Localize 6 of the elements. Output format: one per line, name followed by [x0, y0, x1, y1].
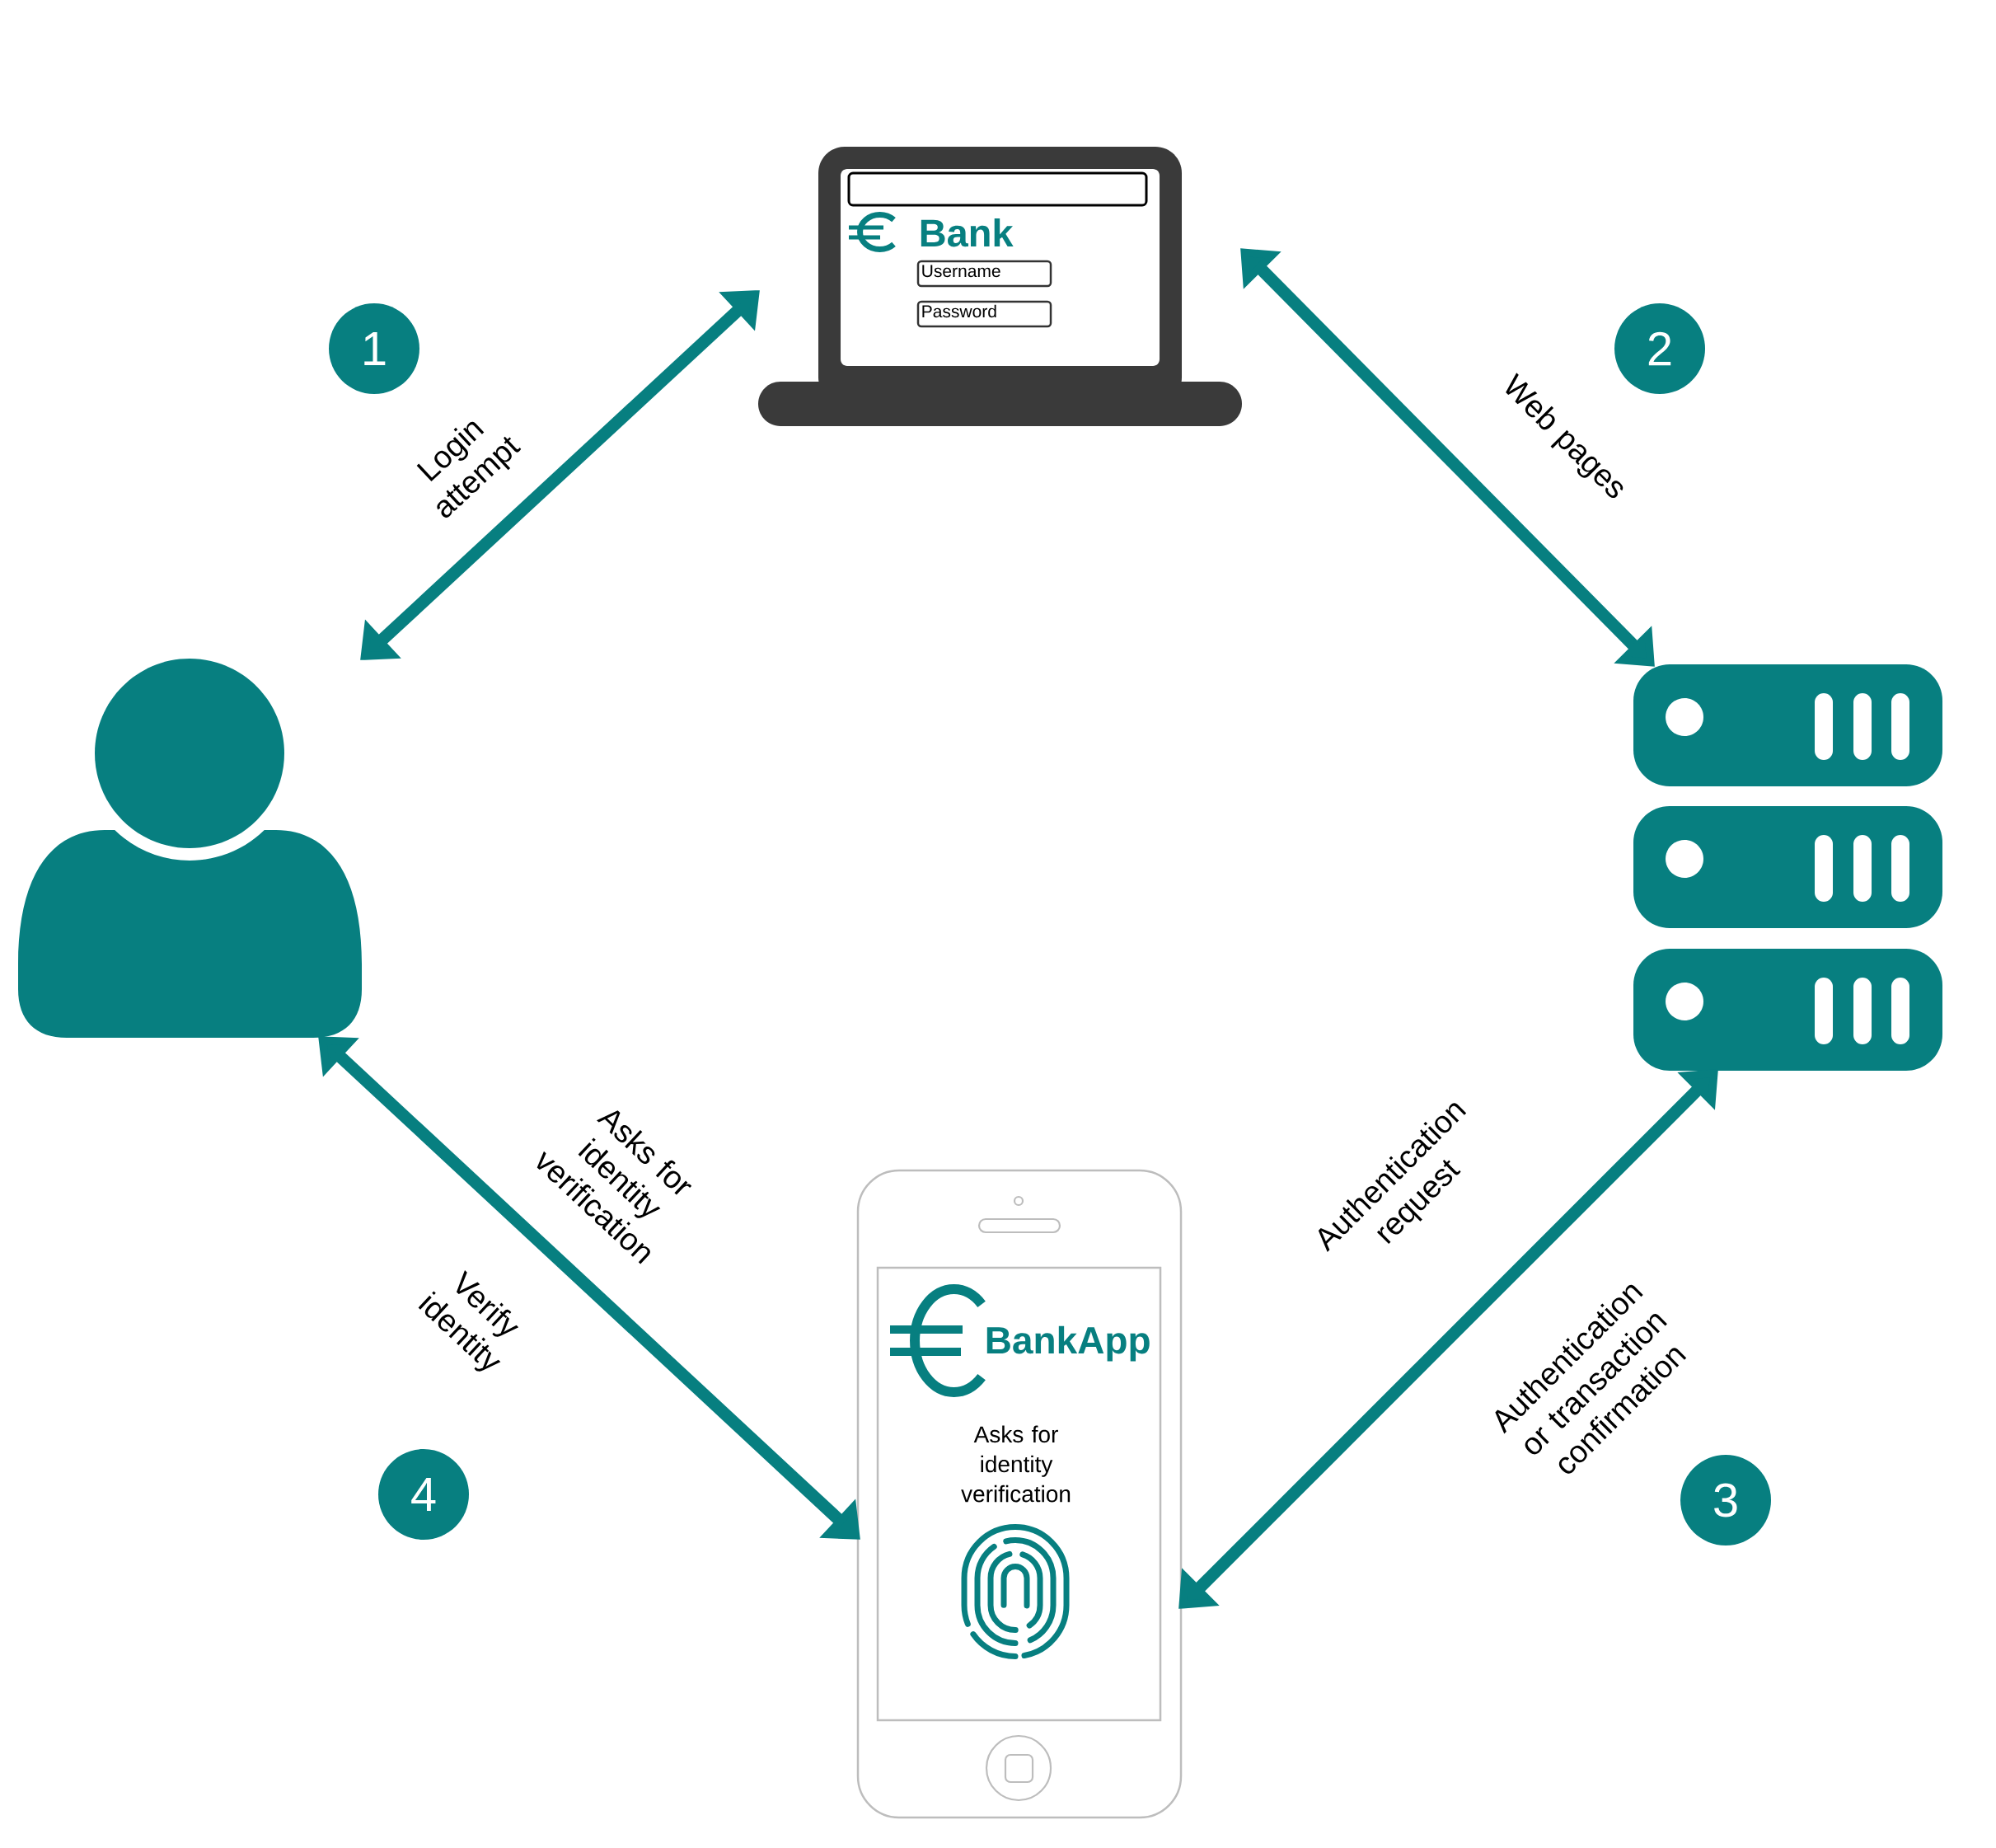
app-title: BankApp — [986, 1325, 1150, 1362]
step-number: 1 — [329, 303, 419, 394]
step-number: 3 — [1680, 1455, 1771, 1545]
screen-text: Asks for identity verification — [961, 1425, 1071, 1503]
step-number: 2 — [1614, 303, 1705, 394]
step-number: 4 — [378, 1449, 469, 1540]
